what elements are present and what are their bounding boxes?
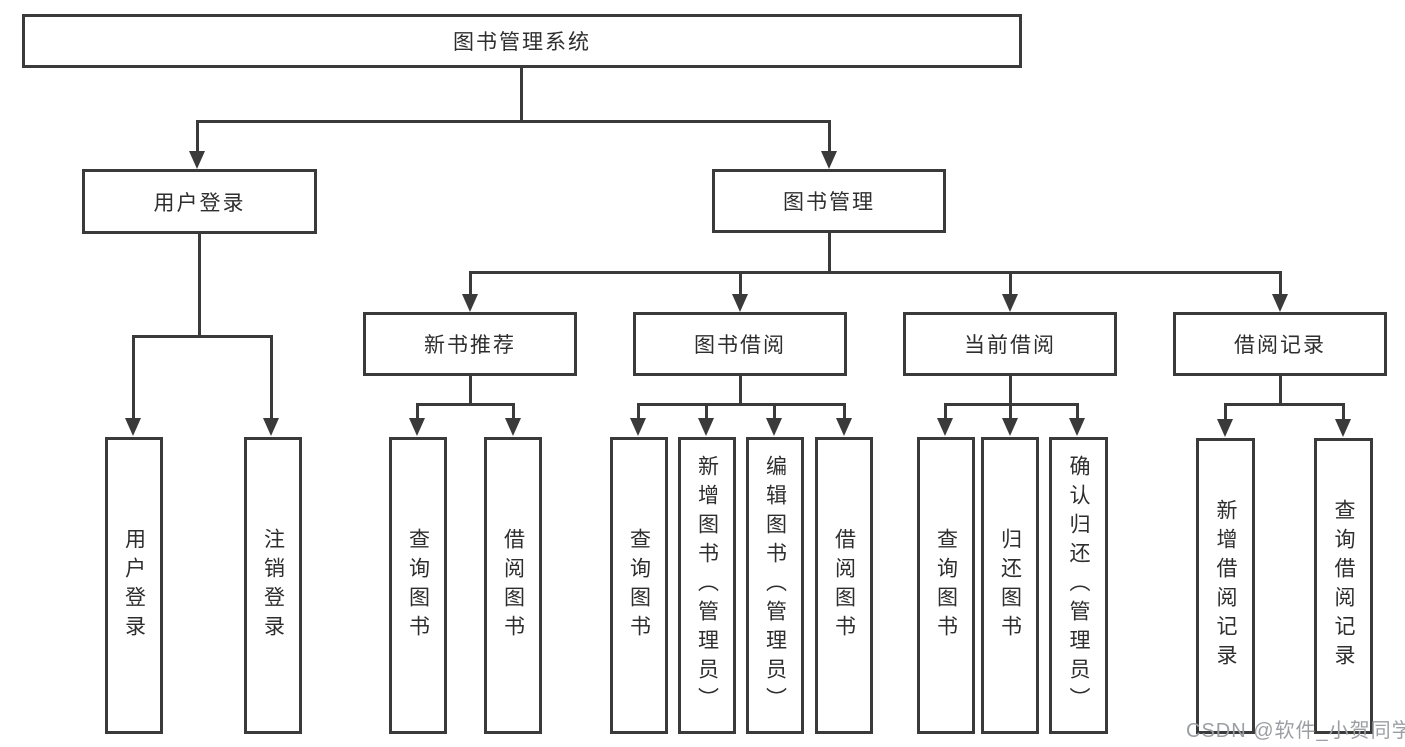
connector-drop-add-book [705, 403, 708, 420]
node-book-management: 图书管理 [712, 169, 946, 233]
arrowhead-book-borrow [732, 294, 748, 312]
leaf-logout-label: 注销登录 [261, 527, 285, 644]
leaf-borrow-book: 借阅图书 [815, 437, 873, 734]
arrowhead-edit-book [766, 418, 782, 436]
connector-borrowrecord-rail [1224, 403, 1345, 406]
connector-drop-return-book [1009, 403, 1012, 420]
csdn-watermark: CSDN @软件_小贺同学 [1186, 720, 1405, 742]
connector-drop-current-query [944, 403, 947, 420]
node-borrow-record: 借阅记录 [1173, 312, 1387, 376]
leaf-add-book-admin: 新增图书（管理员） [678, 437, 736, 734]
arrowhead-new-book [462, 294, 478, 312]
leaf-newbook-borrow-label: 借阅图书 [501, 527, 525, 644]
leaf-return-book: 归还图书 [981, 437, 1039, 734]
connector-drop-current-borrow [1009, 271, 1012, 295]
connector-drop-leaf-user-login [132, 335, 135, 419]
node-root-label: 图书管理系统 [453, 31, 591, 54]
arrowhead-newbook-borrow [505, 418, 521, 436]
node-current-borrow-label: 当前借阅 [964, 334, 1056, 357]
leaf-current-query: 查询图书 [917, 437, 975, 734]
node-new-book-recommend-label: 新书推荐 [424, 334, 516, 357]
connector-drop-borrow-query [637, 403, 640, 420]
arrowhead-add-record [1217, 419, 1233, 437]
leaf-return-book-label: 归还图书 [998, 527, 1022, 644]
leaf-borrow-query-label: 查询图书 [627, 527, 651, 644]
connector-bookmgmt-stem [828, 233, 831, 274]
leaf-user-login: 用户登录 [105, 437, 163, 734]
connector-drop-leaf-logout [270, 335, 273, 419]
leaf-user-login-label: 用户登录 [122, 527, 146, 644]
node-new-book-recommend: 新书推荐 [363, 312, 577, 376]
arrowhead-borrow-query [630, 418, 646, 436]
leaf-add-borrow-record-label: 新增借阅记录 [1214, 499, 1237, 673]
connector-drop-book-borrow [739, 271, 742, 295]
connector-newbook-rail [416, 403, 515, 406]
connector-bookborrow-stem [739, 376, 742, 406]
connector-drop-user-login [196, 120, 199, 154]
leaf-confirm-return-admin: 确认归还（管理员） [1049, 437, 1108, 734]
connector-root-stem [520, 68, 523, 122]
connector-drop-confirm-return [1076, 403, 1079, 420]
leaf-newbook-query-label: 查询图书 [406, 527, 430, 644]
connector-drop-edit-book [773, 403, 776, 420]
arrowhead-current-query [937, 418, 953, 436]
node-book-borrow-label: 图书借阅 [694, 334, 786, 357]
leaf-logout: 注销登录 [244, 437, 302, 734]
connector-root-rail [196, 120, 831, 123]
leaf-query-borrow-record: 查询借阅记录 [1314, 438, 1373, 734]
connector-drop-borrow-record [1279, 271, 1282, 295]
connector-drop-book-management [828, 120, 831, 154]
connector-bookmgmt-rail [469, 271, 1282, 274]
connector-drop-query-record [1342, 403, 1345, 420]
connector-drop-newbook-borrow [512, 403, 515, 420]
arrowhead-borrow-book [836, 418, 852, 436]
leaf-borrow-book-label: 借阅图书 [832, 527, 856, 644]
leaf-newbook-borrow: 借阅图书 [484, 437, 542, 734]
connector-newbook-stem [469, 376, 472, 406]
arrowhead-confirm-return [1069, 418, 1085, 436]
node-current-borrow: 当前借阅 [903, 312, 1117, 376]
connector-currentborrow-stem [1009, 376, 1012, 406]
arrowhead-book-management [821, 151, 837, 169]
arrowhead-newbook-query [409, 418, 425, 436]
arrowhead-borrow-record [1272, 294, 1288, 312]
leaf-edit-book-admin: 编辑图书（管理员） [746, 437, 804, 734]
node-book-management-label: 图书管理 [783, 191, 875, 214]
node-book-borrow: 图书借阅 [633, 312, 847, 376]
connector-drop-add-record [1224, 403, 1227, 420]
connector-borrowrecord-stem [1279, 376, 1282, 406]
connector-drop-newbook-query [416, 403, 419, 420]
node-borrow-record-label: 借阅记录 [1234, 334, 1326, 357]
node-user-login: 用户登录 [82, 169, 317, 234]
arrowhead-add-book [698, 418, 714, 436]
leaf-edit-book-admin-label: 编辑图书（管理员） [763, 455, 787, 716]
arrowhead-query-record [1335, 419, 1351, 437]
arrowhead-user-login [189, 151, 205, 169]
leaf-confirm-return-admin-label: 确认归还（管理员） [1067, 455, 1090, 716]
leaf-query-borrow-record-label: 查询借阅记录 [1332, 499, 1355, 673]
node-user-login-label: 用户登录 [153, 191, 246, 215]
connector-drop-new-book [469, 271, 472, 295]
arrowhead-leaf-user-login [125, 418, 141, 436]
arrowhead-leaf-logout [263, 418, 279, 436]
connector-userlogin-stem [198, 234, 201, 338]
leaf-add-borrow-record: 新增借阅记录 [1196, 438, 1255, 734]
leaf-add-book-admin-label: 新增图书（管理员） [695, 455, 719, 716]
leaf-newbook-query: 查询图书 [389, 437, 447, 734]
connector-userlogin-rail [132, 335, 273, 338]
arrowhead-return-book [1002, 418, 1018, 436]
connector-bookborrow-rail [637, 403, 846, 406]
arrowhead-current-borrow [1002, 294, 1018, 312]
leaf-borrow-query: 查询图书 [610, 437, 668, 734]
node-root: 图书管理系统 [22, 14, 1022, 68]
leaf-current-query-label: 查询图书 [934, 527, 958, 644]
connector-drop-borrow-book [843, 403, 846, 420]
